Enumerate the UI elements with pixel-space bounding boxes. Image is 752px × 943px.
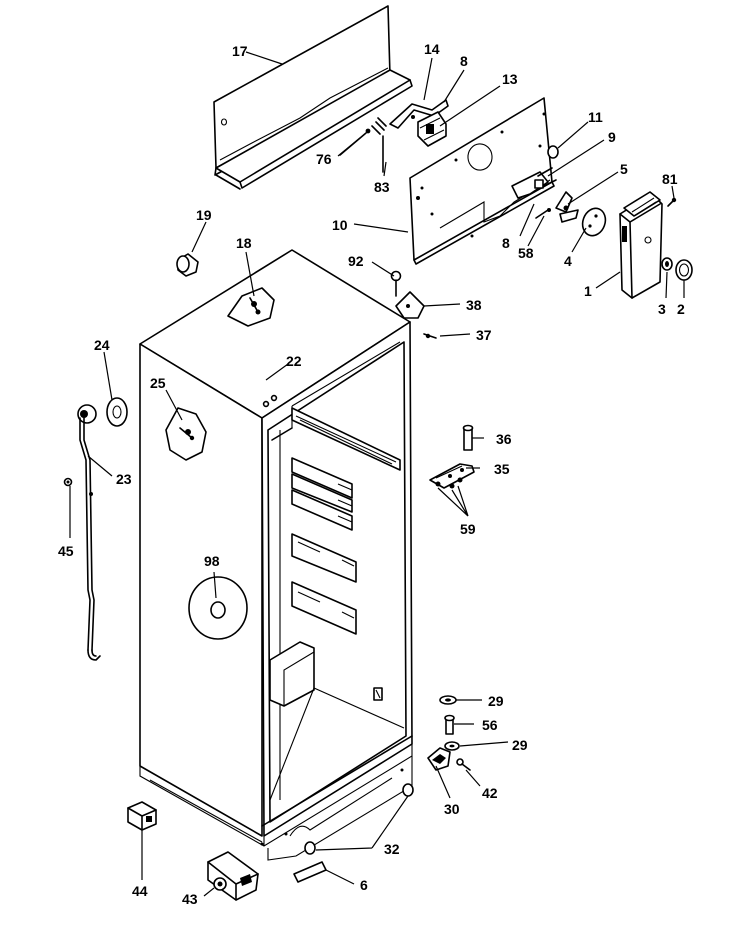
part-11-grommet [547,145,559,159]
callout-17: 17 [232,43,248,59]
part-30-bottom-hinge [427,747,451,771]
callout-13: 13 [502,71,518,87]
part-38-top-hinge [395,291,425,319]
part-43-roller-bracket [207,851,259,901]
part-32-plugs [304,783,414,855]
part-4-shroud-disc [581,207,607,237]
callout-76: 76 [316,151,332,167]
callout-38: 38 [466,297,482,313]
callout-36: 36 [496,431,512,447]
part-9-fan-motor [511,167,557,199]
part-2-damper-ring [675,259,693,281]
callout-11: 11 [588,109,603,125]
callout-3: 3 [658,301,666,317]
part-92-screw [390,270,402,297]
part-13-switch [417,111,447,147]
callout-30: 30 [444,801,460,817]
callout-42: 42 [482,785,498,801]
part-19-plug [176,253,199,277]
callout-14: 14 [424,41,440,57]
part-45-screw [63,477,73,487]
callout-1: 1 [584,283,592,299]
callout-83: 83 [374,179,390,195]
callout-56: 56 [482,717,498,733]
callout-81: 81 [662,171,678,187]
part-36-hinge-pin [462,424,474,451]
callout-58: 58 [518,245,534,261]
callout-35: 35 [494,461,510,477]
callout-19: 19 [196,207,212,223]
callout-8-bottom: 8 [502,235,510,251]
callout-59: 59 [460,521,476,537]
callout-6: 6 [360,877,368,893]
part-42-screw [456,758,471,771]
part-58-screw [535,208,551,219]
callout-24: 24 [94,337,110,353]
callout-10: 10 [332,217,348,233]
part-25-side-cutaway [165,407,207,461]
part-76-83-screws [339,117,387,173]
callout-37: 37 [476,327,492,343]
part-59-screws [435,477,463,489]
part-6-strip [293,861,327,883]
callout-9: 9 [608,129,616,145]
callout-29-top: 29 [488,693,504,709]
part-17-top-panel [213,5,413,190]
callout-5: 5 [620,161,628,177]
callout-43: 43 [182,891,198,907]
callout-2: 2 [677,301,685,317]
part-29-washer-top [439,695,457,705]
part-5-fan-blade [555,191,579,223]
callout-4: 4 [564,253,572,269]
part-81-screw [667,197,677,207]
part-23-drain-tube [77,404,101,661]
callout-44: 44 [132,883,148,899]
part-24-ring [106,397,128,427]
part-98-side-plug [188,576,248,640]
part-44-leveler [127,801,157,831]
part-37-screw [423,333,437,339]
part-29-washer-bottom [444,741,460,751]
part-3-grommet [661,257,673,271]
callout-23: 23 [116,471,132,487]
cabinet-shell [139,249,413,861]
part-1-air-duct [619,191,663,299]
part-56-pin [444,714,455,735]
callout-8-top: 8 [460,53,468,69]
callout-25: 25 [150,375,166,391]
leader-lines [69,51,685,897]
part-35-center-hinge [429,463,475,489]
callout-45: 45 [58,543,74,559]
callout-18: 18 [236,235,252,251]
callout-32: 32 [384,841,400,857]
callout-labels: 17 14 8 13 11 9 5 81 76 83 10 8 58 4 1 3… [58,41,685,907]
callout-92: 92 [348,253,364,269]
callout-22: 22 [286,353,302,369]
callout-98: 98 [204,553,220,569]
part-18-top-cutaway [227,287,275,327]
callout-29-bottom: 29 [512,737,528,753]
